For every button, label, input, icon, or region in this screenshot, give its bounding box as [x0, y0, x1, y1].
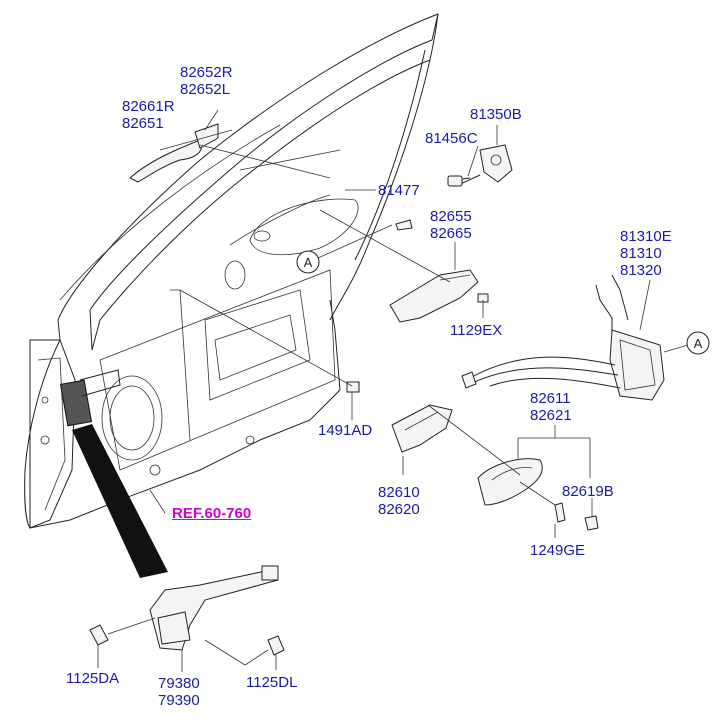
- label-1125da[interactable]: 1125DA: [66, 670, 120, 687]
- door-checker: [89, 565, 285, 656]
- label-line: 82620: [378, 501, 420, 518]
- leader-lines: [97, 109, 689, 672]
- label-1129ex[interactable]: 1129EX: [450, 322, 503, 339]
- callout-a-text: A: [304, 255, 313, 270]
- lock-actuator: [461, 274, 665, 401]
- hinge-area: [59, 369, 168, 578]
- label-line: 82611: [530, 390, 571, 407]
- label-line: 82610: [378, 484, 420, 501]
- label-82610[interactable]: 82610 82620: [378, 484, 420, 518]
- label-line: 82665: [430, 225, 472, 242]
- label-81310[interactable]: 81310E 81310 81320: [620, 228, 672, 279]
- label-81350b[interactable]: 81350B: [470, 106, 522, 123]
- label-line: 82651: [122, 115, 164, 132]
- handle-base: [391, 404, 453, 453]
- label-line: 79380: [158, 675, 200, 692]
- ref-link[interactable]: REF.60-760: [172, 505, 252, 522]
- label-79380[interactable]: 79380 79390: [158, 675, 200, 709]
- handle-cover: [477, 458, 543, 506]
- label-line: 82661R: [122, 98, 175, 115]
- label-82611[interactable]: 82611 82621: [530, 390, 572, 424]
- label-81456c[interactable]: 81456C: [425, 130, 478, 147]
- callout-a-text: A: [694, 336, 703, 351]
- inside-handle-bracket: [389, 269, 489, 323]
- label-1249ge[interactable]: 1249GE: [530, 542, 586, 559]
- label-line: 82655: [430, 208, 472, 225]
- label-1125dl[interactable]: 1125DL: [246, 674, 298, 691]
- callout-a-left: A: [296, 250, 320, 274]
- label-82619b[interactable]: 82619B: [562, 483, 614, 500]
- label-line: 82652R: [180, 64, 233, 81]
- gasket: [584, 515, 599, 531]
- label-line: 81320: [620, 262, 662, 279]
- clip-part: [346, 381, 360, 393]
- label-82652[interactable]: 82652R 82652L: [180, 64, 233, 98]
- screw: [554, 502, 566, 523]
- label-81477[interactable]: 81477: [378, 182, 420, 199]
- striker: [447, 144, 513, 187]
- callout-a-right: A: [686, 331, 710, 355]
- handle-oval: [249, 198, 413, 256]
- door-shell: [24, 13, 439, 529]
- label-1491ad[interactable]: 1491AD: [318, 422, 373, 439]
- outside-handle: [129, 123, 219, 183]
- label-line: 79390: [158, 692, 200, 709]
- label-line: 82652L: [180, 81, 231, 98]
- label-line: 82621: [530, 407, 572, 424]
- label-82655[interactable]: 82655 82665: [430, 208, 472, 242]
- label-82661[interactable]: 82661R 82651: [122, 98, 175, 132]
- label-line: 81310: [620, 245, 662, 262]
- label-line: 81310E: [620, 228, 672, 245]
